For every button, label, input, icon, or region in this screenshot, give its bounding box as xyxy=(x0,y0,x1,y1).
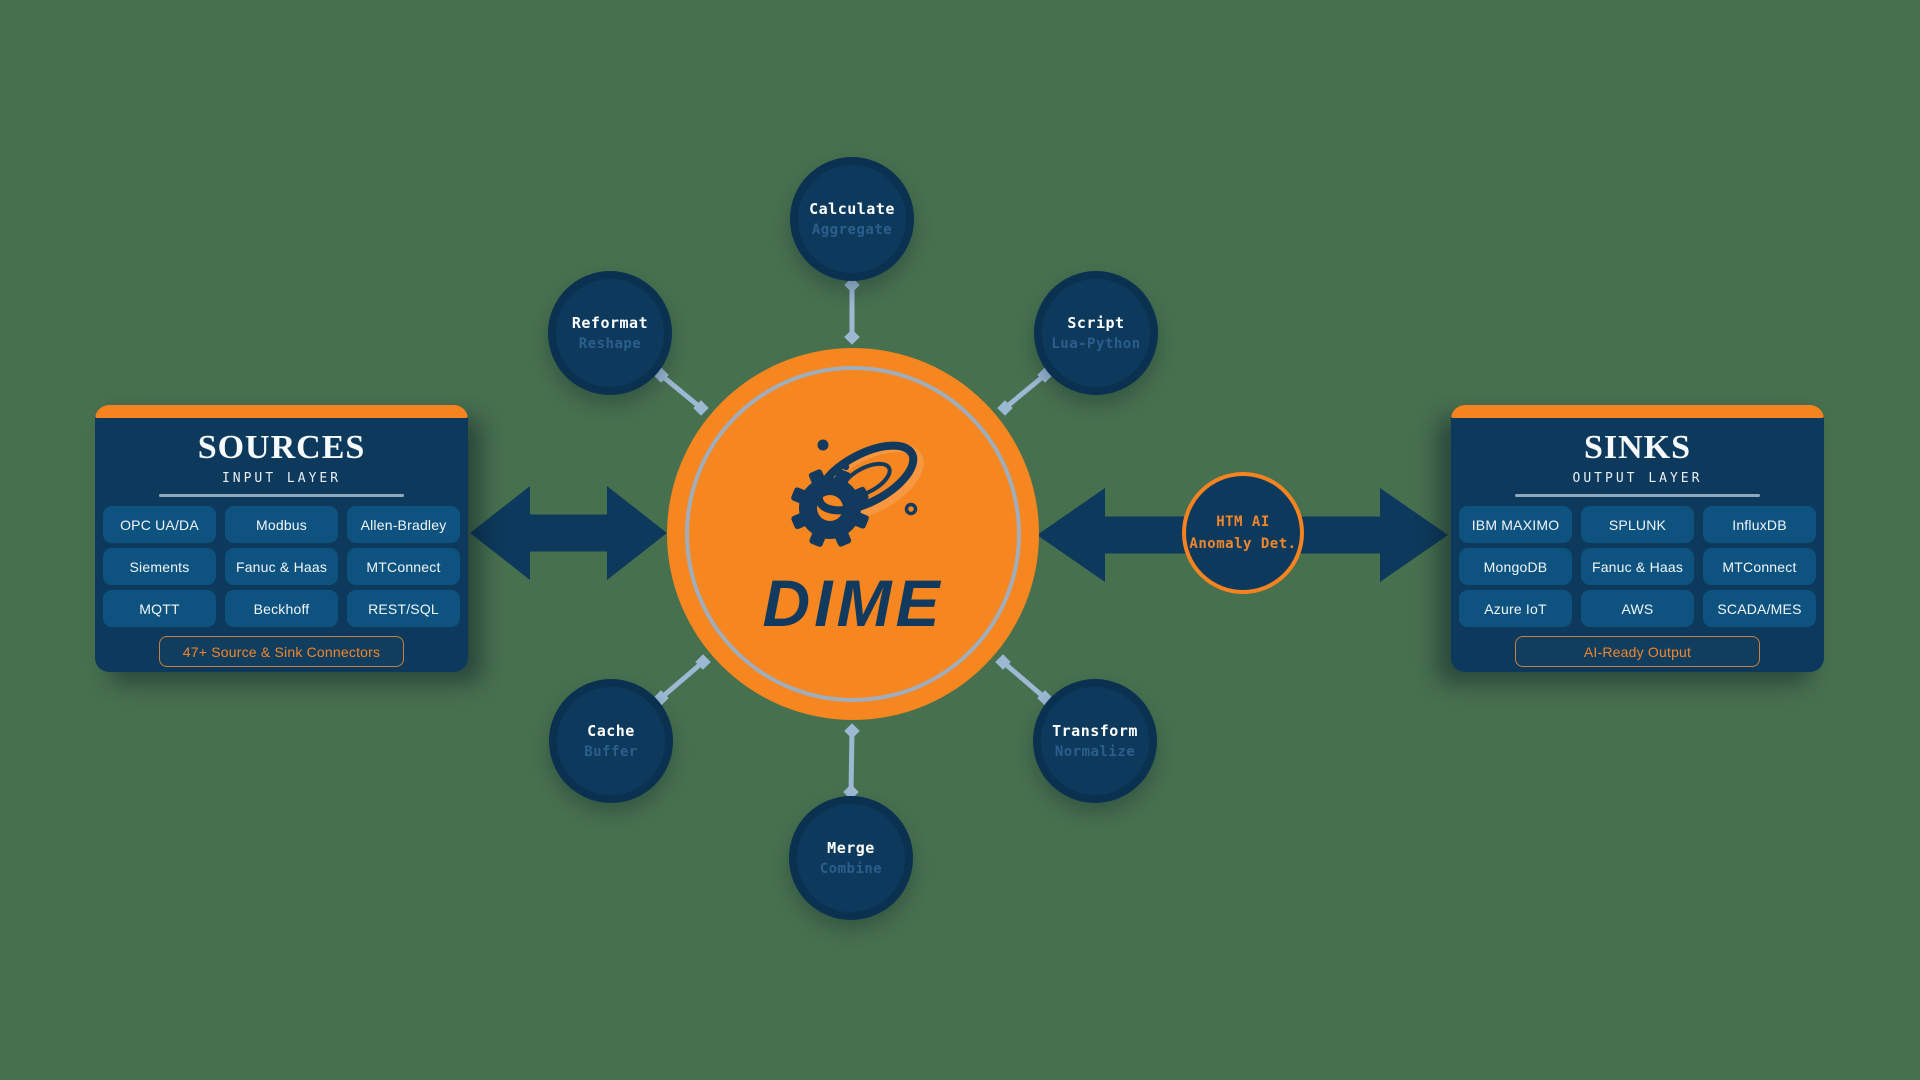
htm-ai-line2: Anomaly Det. xyxy=(1189,536,1297,552)
source-chip: REST/SQL xyxy=(347,590,460,627)
sources-divider xyxy=(159,494,404,497)
sinks-subtitle: OUTPUT LAYER xyxy=(1572,471,1703,486)
source-chip: Beckhoff xyxy=(225,590,338,627)
node-calculate: Calculate Aggregate xyxy=(790,157,914,281)
source-chip: Modbus xyxy=(225,506,338,543)
sources-subtitle: INPUT LAYER xyxy=(221,471,342,486)
sources-chip-grid: OPC UA/DA Modbus Allen-Bradley Siements … xyxy=(95,506,468,627)
sink-chip: MTConnect xyxy=(1703,548,1816,585)
source-chip: Siements xyxy=(103,548,216,585)
node-script: Script Lua-Python xyxy=(1034,271,1158,395)
source-chip: Allen-Bradley xyxy=(347,506,460,543)
source-chip: MTConnect xyxy=(347,548,460,585)
node-label: Transform xyxy=(1052,722,1138,740)
sinks-divider xyxy=(1515,494,1760,497)
node-sublabel: Aggregate xyxy=(811,222,893,238)
node-label: Merge xyxy=(827,839,875,857)
sinks-chip-grid: IBM MAXIMO SPLUNK InfluxDB MongoDB Fanuc… xyxy=(1451,506,1824,627)
hub-inner-ring xyxy=(685,366,1021,702)
sink-chip: MongoDB xyxy=(1459,548,1572,585)
sinks-panel: SINKS OUTPUT LAYER IBM MAXIMO SPLUNK Inf… xyxy=(1451,405,1824,672)
node-sublabel: Combine xyxy=(819,861,883,877)
connector-lines xyxy=(659,285,1047,793)
node-sublabel: Lua-Python xyxy=(1051,336,1141,352)
connector-count-badge: 47+ Source & Sink Connectors xyxy=(159,636,404,667)
ai-ready-output-badge: AI-Ready Output xyxy=(1515,636,1760,667)
sink-chip: InfluxDB xyxy=(1703,506,1816,543)
sink-chip: Fanuc & Haas xyxy=(1581,548,1694,585)
dime-hub: DIME xyxy=(667,348,1039,720)
node-label: Calculate xyxy=(809,200,895,218)
sink-chip: Azure IoT xyxy=(1459,590,1572,627)
node-sublabel: Reshape xyxy=(578,336,642,352)
sink-chip: SCADA/MES xyxy=(1703,590,1816,627)
sink-chip: AWS xyxy=(1581,590,1694,627)
sources-title: SOURCES xyxy=(197,429,366,466)
sources-flow-arrow xyxy=(470,486,667,580)
sources-accent-bar xyxy=(95,405,468,418)
htm-ai-line1: HTM AI xyxy=(1216,514,1270,530)
node-sublabel: Normalize xyxy=(1054,744,1136,760)
sink-chip: IBM MAXIMO xyxy=(1459,506,1572,543)
sinks-title: SINKS xyxy=(1583,429,1692,466)
node-label: Reformat xyxy=(571,314,649,332)
htm-ai-node: HTM AI Anomaly Det. xyxy=(1182,472,1304,594)
node-cache: Cache Buffer xyxy=(549,679,673,803)
node-transform: Transform Normalize xyxy=(1033,679,1157,803)
sinks-accent-bar xyxy=(1451,405,1824,418)
source-chip: Fanuc & Haas xyxy=(225,548,338,585)
node-label: Cache xyxy=(587,722,635,740)
node-reformat: Reformat Reshape xyxy=(548,271,672,395)
node-sublabel: Buffer xyxy=(584,744,638,760)
source-chip: OPC UA/DA xyxy=(103,506,216,543)
node-merge: Merge Combine xyxy=(789,796,913,920)
sink-chip: SPLUNK xyxy=(1581,506,1694,543)
sources-panel: SOURCES INPUT LAYER OPC UA/DA Modbus All… xyxy=(95,405,468,672)
node-label: Script xyxy=(1067,314,1125,332)
source-chip: MQTT xyxy=(103,590,216,627)
